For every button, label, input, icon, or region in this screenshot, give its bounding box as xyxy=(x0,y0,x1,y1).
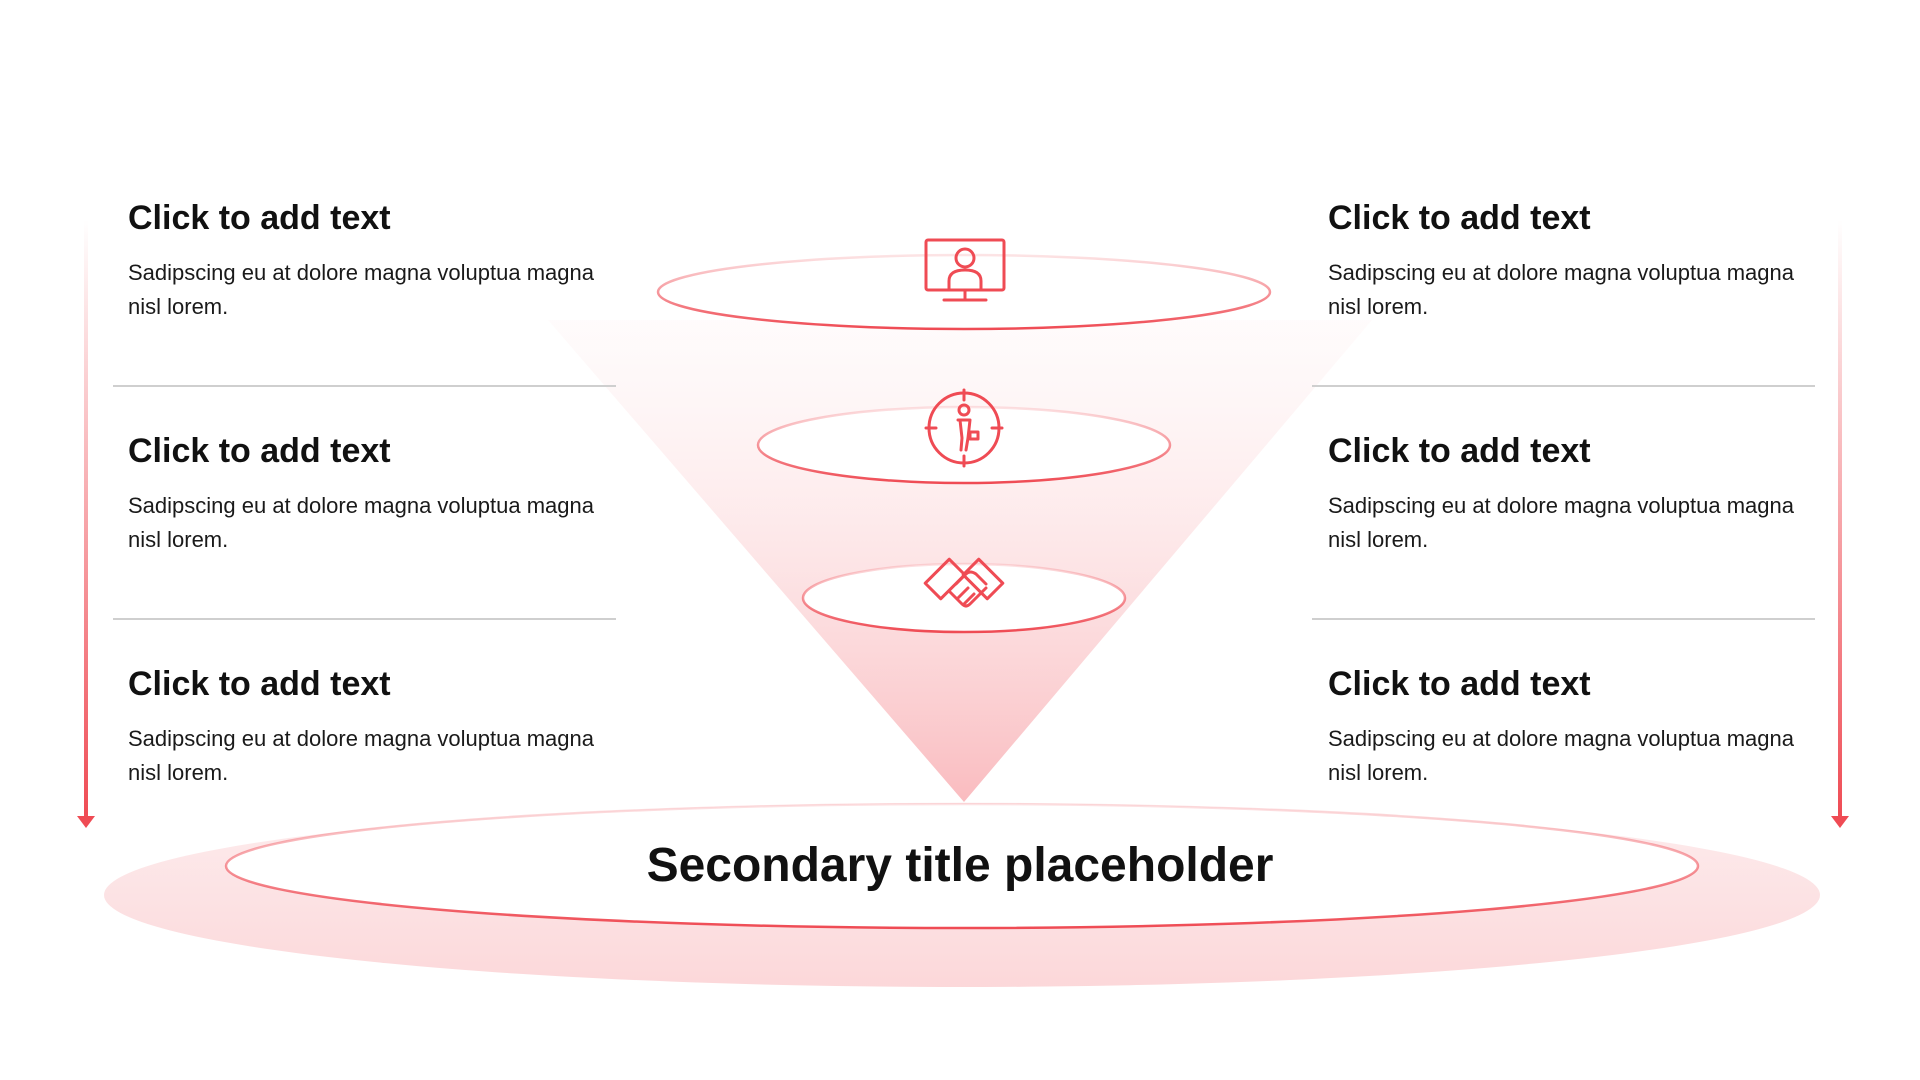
target-person-icon xyxy=(924,388,1004,468)
left-item-3[interactable]: Click to add text Sadipscing eu at dolor… xyxy=(128,664,608,790)
left-divider-1 xyxy=(113,385,616,387)
left-item-2[interactable]: Click to add text Sadipscing eu at dolor… xyxy=(128,431,608,557)
left-item-1[interactable]: Click to add text Sadipscing eu at dolor… xyxy=(128,198,608,324)
right-divider-2 xyxy=(1312,618,1815,620)
right-item-1-title: Click to add text xyxy=(1328,199,1591,237)
handshake-icon xyxy=(923,557,1005,608)
left-item-3-body: Sadipscing eu at dolore magna voluptua m… xyxy=(128,726,594,785)
funnel-ring-2 xyxy=(756,405,1172,485)
right-item-3[interactable]: Click to add text Sadipscing eu at dolor… xyxy=(1328,664,1808,790)
left-item-2-body: Sadipscing eu at dolore magna voluptua m… xyxy=(128,493,594,552)
right-item-2[interactable]: Click to add text Sadipscing eu at dolor… xyxy=(1328,431,1808,557)
base-ring xyxy=(224,802,1700,930)
right-item-2-body: Sadipscing eu at dolore magna voluptua m… xyxy=(1328,493,1794,552)
left-divider-2 xyxy=(113,618,616,620)
left-item-1-body: Sadipscing eu at dolore magna voluptua m… xyxy=(128,260,594,319)
right-item-1[interactable]: Click to add text Sadipscing eu at dolor… xyxy=(1328,198,1808,324)
secondary-title[interactable]: Secondary title placeholder xyxy=(646,839,1274,892)
left-arrow xyxy=(77,220,95,828)
right-arrow xyxy=(1831,220,1849,828)
funnel-ring-3 xyxy=(801,562,1127,634)
left-item-2-title: Click to add text xyxy=(128,432,391,470)
right-divider-1 xyxy=(1312,385,1815,387)
left-item-1-title: Click to add text xyxy=(128,199,391,237)
right-item-1-body: Sadipscing eu at dolore magna voluptua m… xyxy=(1328,260,1794,319)
right-item-3-body: Sadipscing eu at dolore magna voluptua m… xyxy=(1328,726,1794,785)
monitor-person-icon xyxy=(924,238,1006,302)
right-item-3-title: Click to add text xyxy=(1328,665,1591,703)
left-item-3-title: Click to add text xyxy=(128,665,391,703)
right-item-2-title: Click to add text xyxy=(1328,432,1591,470)
